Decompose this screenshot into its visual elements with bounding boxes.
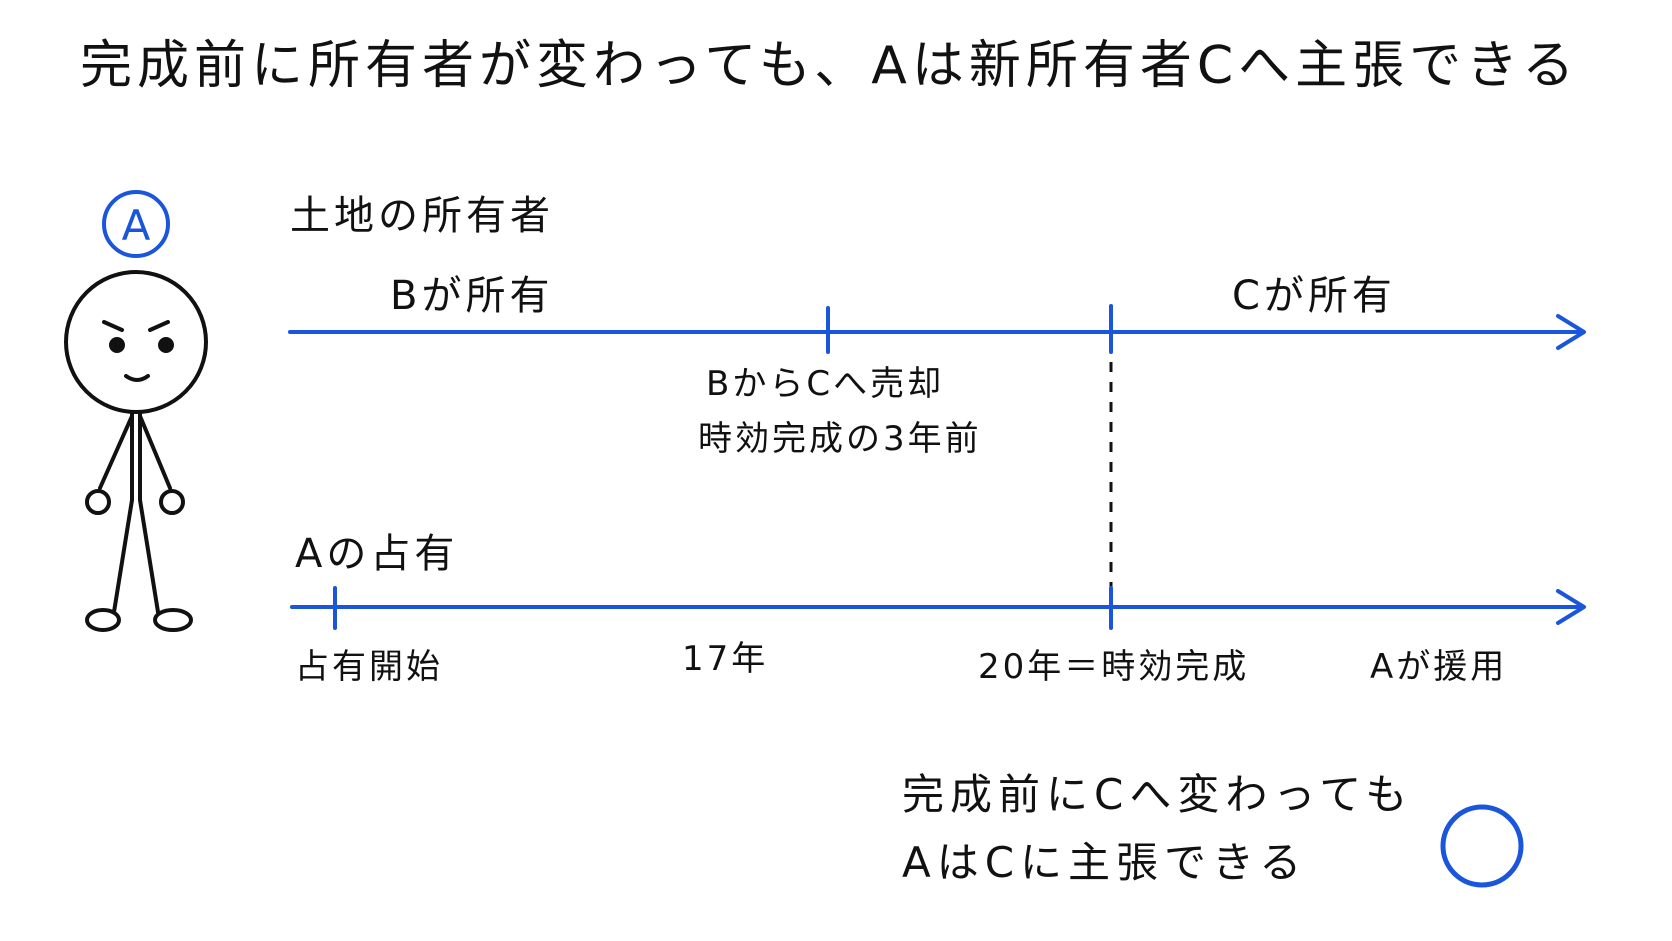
figure-right-eye — [158, 337, 174, 353]
possession-heading: Aの占有 — [295, 531, 459, 577]
ownership-heading: 土地の所有者 — [290, 193, 554, 239]
possession-invoke-label: Aが援用 — [1370, 647, 1508, 687]
badge-circle — [102, 190, 170, 258]
figure-left-hand — [85, 489, 111, 515]
badge-letter: A — [122, 201, 151, 250]
success-circle-icon — [1440, 804, 1524, 888]
figure-left-eye — [109, 337, 125, 353]
b-owns-label: Bが所有 — [390, 273, 554, 319]
figure-left-brow — [102, 320, 124, 332]
figure-right-hand — [159, 489, 185, 515]
figure-left-arm — [98, 414, 134, 490]
possession-duration-label: 17年 — [682, 639, 769, 679]
figure-right-foot — [153, 608, 193, 632]
page-title: 完成前に所有者が変わっても、Aは新所有者Cへ主張できる — [80, 36, 1580, 96]
figure-left-foot — [85, 608, 121, 632]
possession-start-label: 占有開始 — [295, 647, 443, 687]
possession-arrowhead — [1556, 589, 1586, 625]
figure-right-arm — [138, 414, 172, 490]
sale-label-line1: BからCへ売却 — [706, 364, 945, 404]
possession-completion-label: 20年＝時効完成 — [978, 647, 1250, 687]
figure-right-brow — [148, 320, 170, 332]
figure-left-leg — [112, 410, 134, 614]
conclusion-line2: AはCに主張できる — [902, 838, 1308, 887]
figure-head — [64, 270, 208, 414]
person-badge: A — [102, 190, 170, 258]
conclusion-line1: 完成前にCへ変わっても — [902, 770, 1414, 819]
ownership-timeline — [288, 304, 1586, 354]
c-owns-label: Cが所有 — [1232, 273, 1396, 319]
ownership-arrowhead — [1556, 314, 1586, 350]
stick-figure — [64, 270, 208, 632]
sale-label-line2: 時効完成の3年前 — [698, 419, 982, 459]
figure-mouth — [124, 374, 150, 382]
possession-timeline — [290, 586, 1586, 630]
figure-right-leg — [138, 410, 160, 614]
